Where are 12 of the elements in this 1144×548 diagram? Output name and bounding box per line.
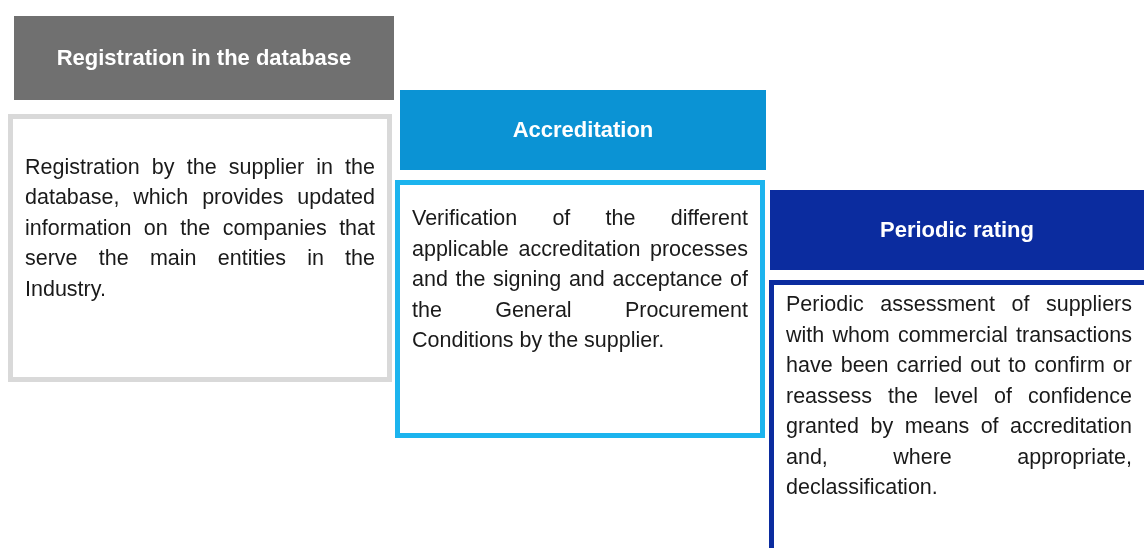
description-panel (8, 114, 392, 382)
description-text: Verification of the different applicable accreditation processes and the signing and acceptance of the General Procurement Conditions by the supplier. (412, 205, 748, 354)
section-header (770, 190, 1144, 270)
description-panel (769, 280, 1144, 548)
header-text: Registration in the database (56, 45, 352, 71)
description-text: Periodic assessment of suppliers with whom commercial transactions have been carried out to confirm or reassess the level of confidence granted by means of accreditation and, where appropriate, declassification. (786, 291, 1132, 501)
section-header (14, 16, 394, 100)
description-text: Registration by the supplier in the database, which provides updated information on the companies that serve the main entities in the Industry. (25, 153, 375, 303)
header-text: Accreditation (512, 117, 654, 143)
section-header (400, 90, 766, 170)
header-text: Periodic rating (879, 217, 1034, 243)
description-panel (395, 180, 765, 438)
